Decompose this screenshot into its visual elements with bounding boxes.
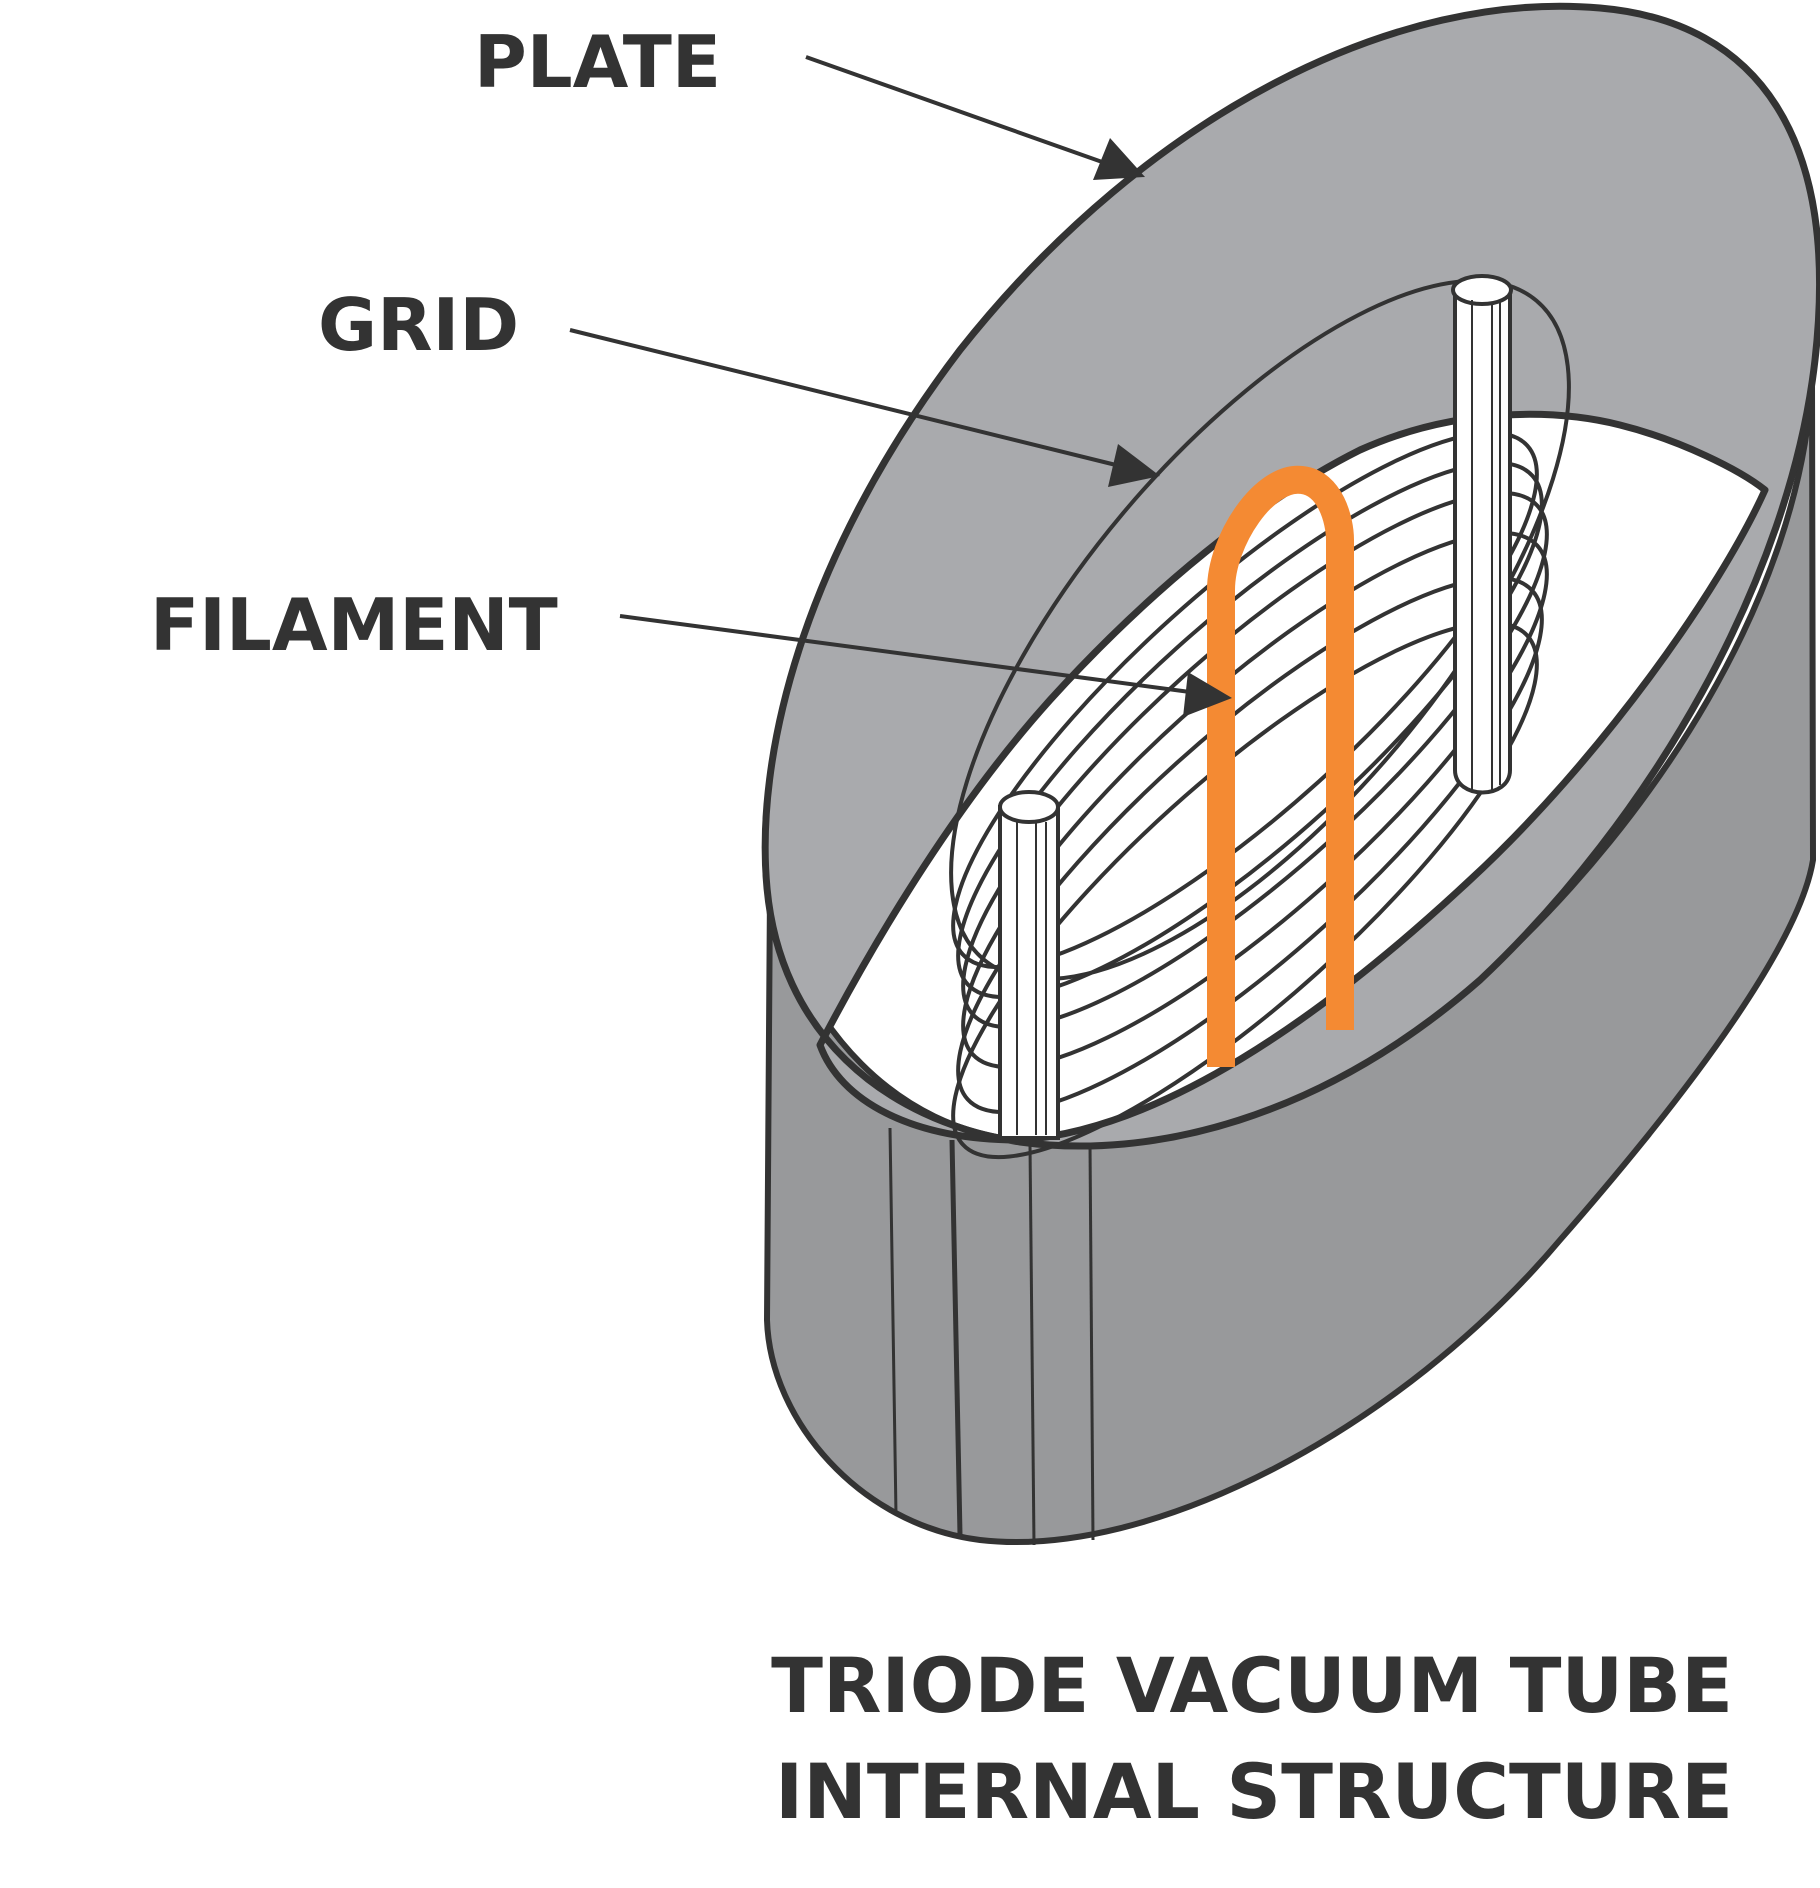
plate (761, 2, 1820, 1546)
plate-seam-line (1088, 1143, 1095, 1541)
filament-label: FILAMENT (150, 583, 558, 667)
plate-callout-arrow (805, 55, 1145, 180)
plate-seam-line (888, 1127, 898, 1516)
filament (1207, 465, 1354, 1067)
grid-coil-turn (951, 430, 1539, 970)
grid-coil-turn (956, 575, 1544, 1115)
filament-callout-arrow (619, 614, 1232, 717)
grid (949, 274, 1571, 1160)
grid-coil-turn (956, 460, 1544, 1000)
grid-callout-arrow (569, 328, 1160, 487)
plate-seam-line (1028, 1144, 1036, 1546)
plate-top-rim (761, 2, 1820, 1150)
grid-label: GRID (318, 283, 519, 367)
plate-label: PLATE (474, 20, 721, 104)
grid-support-rod-back (1451, 274, 1513, 795)
grid-coil-turn (951, 620, 1539, 1160)
plate-seam-line (949, 1139, 963, 1536)
caption-line-2: INTERNAL STRUCTURE (775, 1747, 1733, 1836)
caption-line-1: TRIODE VACUUM TUBE (771, 1641, 1733, 1730)
grid-support-rod-front (998, 790, 1060, 1140)
